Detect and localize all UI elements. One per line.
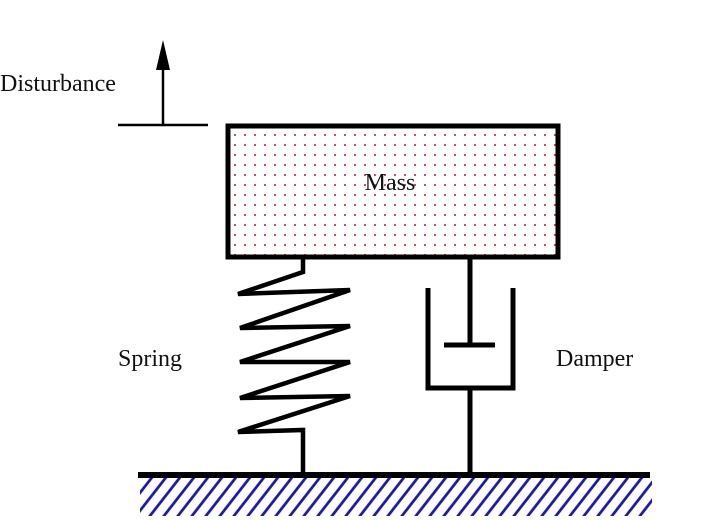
spring-label: Spring: [118, 346, 182, 372]
disturbance-label: Disturbance: [0, 71, 116, 97]
mass-label: Mass: [365, 170, 416, 196]
mass-block: [225, 123, 561, 260]
spring-icon: [237, 257, 351, 475]
damper-label: Damper: [556, 346, 633, 372]
ground: [138, 472, 652, 516]
disturbance-arrow-icon: [118, 40, 208, 127]
damper-icon: [425, 257, 516, 475]
